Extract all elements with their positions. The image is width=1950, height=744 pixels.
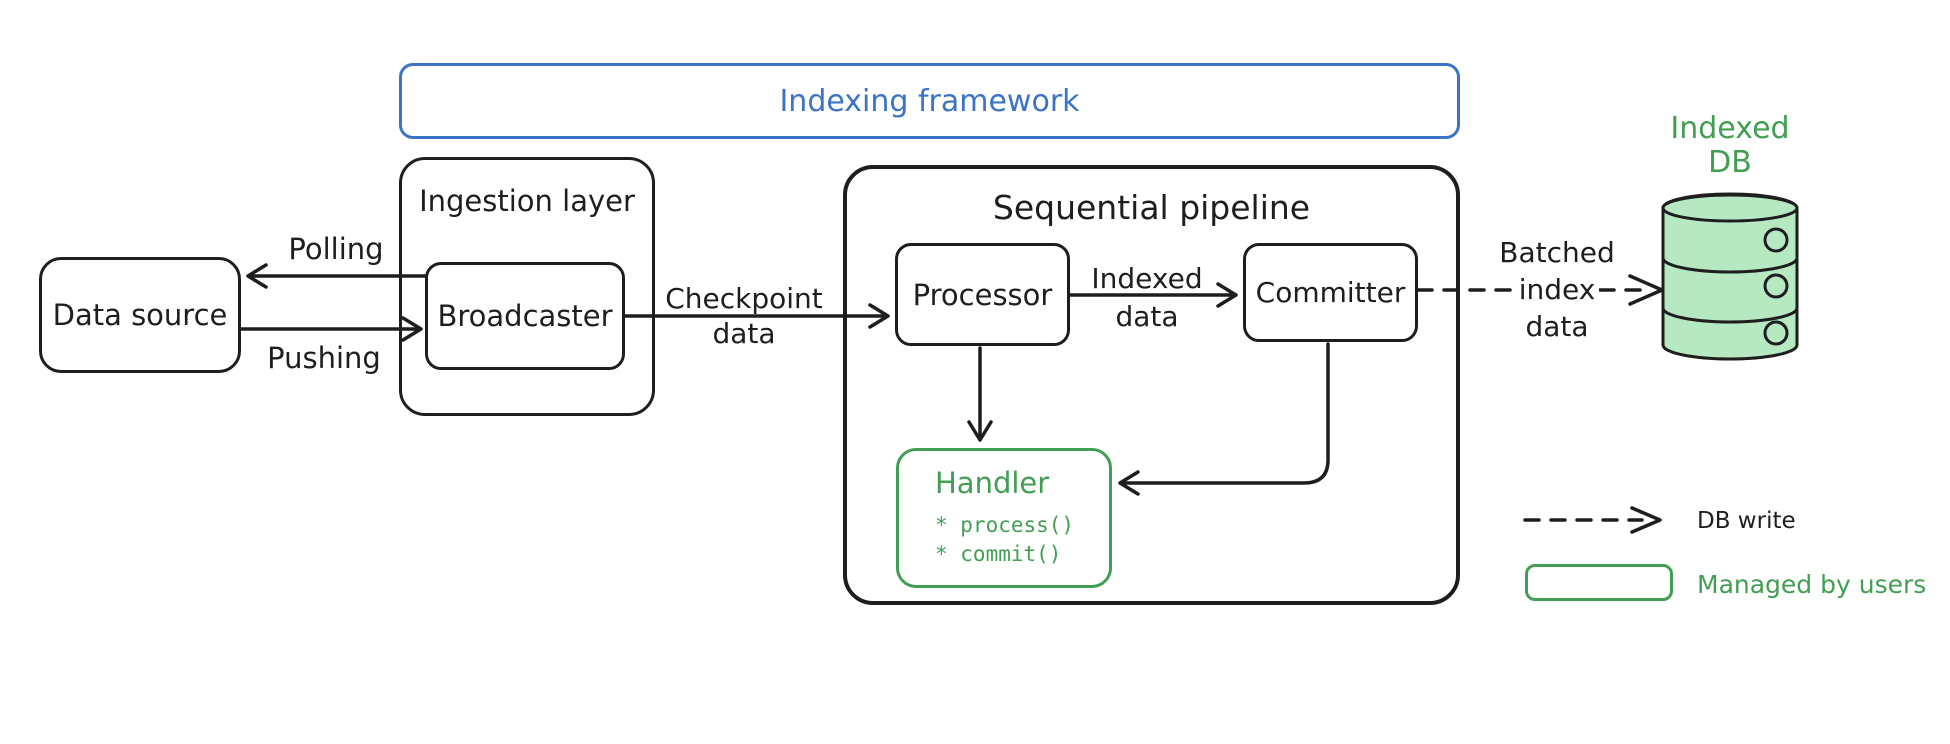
indexed-db-label: Indexed DB	[1670, 111, 1790, 180]
data-source-node: Data source	[39, 257, 241, 373]
indexing-framework-container: Indexing framework	[399, 63, 1460, 139]
indexed-data-edge-label: Indexed data	[1091, 262, 1203, 333]
broadcaster-node: Broadcaster	[425, 262, 625, 370]
database-icon	[1661, 192, 1799, 361]
handler-label: Handler	[935, 466, 1050, 500]
processor-node: Processor	[895, 243, 1070, 346]
pushing-arrow	[239, 316, 423, 342]
legend-managed-swatch	[1525, 564, 1673, 601]
pushing-edge-label: Pushing	[267, 341, 381, 375]
handler-node: Handler * process() * commit()	[896, 448, 1112, 588]
data-source-label: Data source	[52, 298, 228, 332]
processor-label: Processor	[912, 277, 1053, 312]
legend-db-write-arrow	[1523, 506, 1662, 534]
ingestion-layer-label: Ingestion layer	[419, 184, 635, 218]
handler-method-commit: * commit()	[935, 542, 1062, 566]
handler-method-process: * process()	[935, 513, 1075, 537]
broadcaster-label: Broadcaster	[437, 299, 613, 333]
legend-db-write-label: DB write	[1697, 508, 1796, 534]
committer-node: Committer	[1243, 243, 1418, 342]
sequential-pipeline-label: Sequential pipeline	[992, 188, 1311, 227]
committer-label: Committer	[1255, 276, 1406, 309]
legend-managed-label: Managed by users	[1697, 570, 1927, 599]
sequential-pipeline-container: Sequential pipeline	[843, 165, 1460, 605]
checkpoint-data-edge-label: Checkpoint data	[665, 282, 823, 350]
batched-index-data-edge-label: Batched index data	[1499, 236, 1615, 343]
polling-edge-label: Polling	[288, 232, 384, 266]
ingestion-layer-container: Ingestion layer	[399, 157, 655, 416]
indexing-framework-label: Indexing framework	[779, 83, 1080, 119]
